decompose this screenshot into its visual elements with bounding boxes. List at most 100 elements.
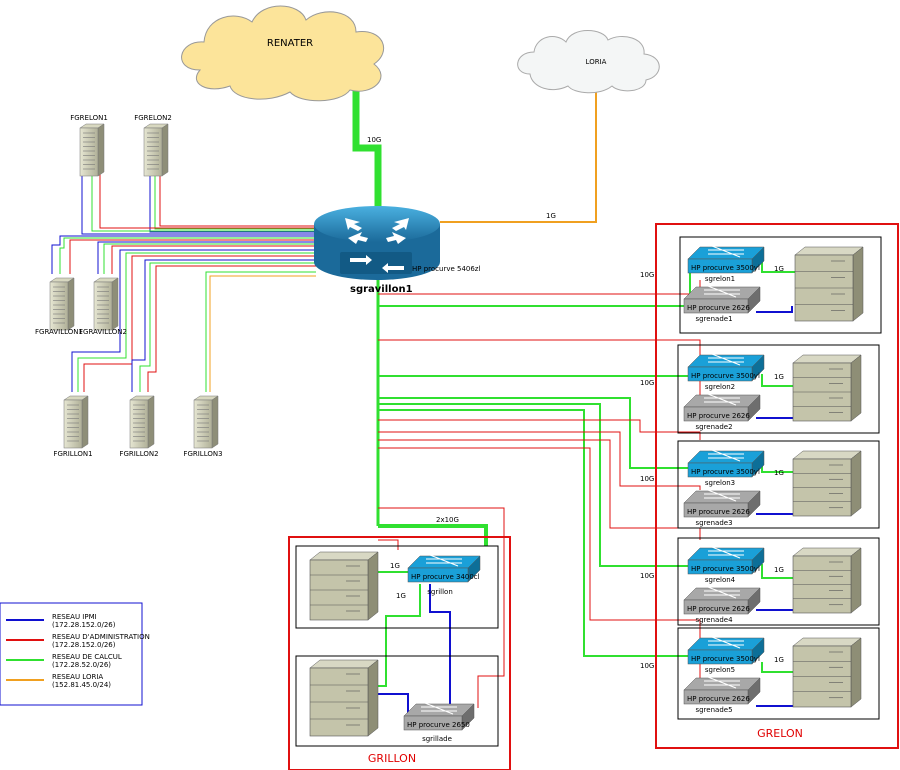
renater-cloud: RENATER (181, 5, 385, 102)
renater-label: RENATER (267, 38, 313, 49)
grelon-switch-name: sgrelon2 (705, 383, 735, 391)
grillon-zone (288, 536, 511, 770)
grelon-uplink-label: 10G (640, 271, 654, 279)
rack-server[interactable] (792, 450, 862, 517)
switch-model-label: HP procurve 2626 (687, 508, 750, 516)
server-tower[interactable]: FGRILLON3 (183, 395, 223, 458)
server-tower-label: FGRAVILLON2 (79, 328, 127, 336)
switch-arrows-icon (704, 489, 740, 502)
rack-server[interactable] (792, 637, 862, 708)
grelon-switch-name: sgrelon1 (705, 275, 735, 283)
grelon-compute-switch[interactable]: HP procurve 3500yl (687, 636, 765, 665)
switch-model-label: HP procurve 3400cl (411, 573, 480, 581)
grillon-compute-link-label: 1G (396, 592, 406, 600)
legend-subnet: (172.28.52.0/26) (52, 661, 111, 669)
server-link-label: 1G (774, 469, 784, 477)
grelon-title: GRELON (757, 727, 803, 740)
legend-item: RESEAU IPMI(172.28.152.0/26) (6, 613, 116, 629)
server-bundle (51, 172, 316, 392)
switch-model-label: HP procurve 2626 (687, 304, 750, 312)
grillon-admin-switch[interactable]: HP procurve 2650 (403, 702, 475, 731)
legend-title: RESEAU D'ADMINISTRATION (52, 633, 150, 641)
rack-server[interactable] (309, 659, 379, 737)
legend-item: RESEAU LORIA(152.81.45.0/24) (6, 673, 111, 689)
server-tower[interactable]: FGRELON2 (134, 114, 172, 177)
server-tower-label: FGRELON2 (134, 114, 172, 122)
grelon-uplink-label: 10G (640, 572, 654, 580)
grelon-zone (655, 223, 899, 749)
grelon-compute-switch[interactable]: HP procurve 3500yl (687, 245, 765, 274)
grillon-switch-box (295, 545, 499, 629)
server-link-label: 1G (774, 566, 784, 574)
grelon-admin-switch[interactable]: HP procurve 2626 (683, 676, 761, 705)
core-router[interactable]: HP procurve 5406zl sgravillon1 (314, 206, 480, 295)
grelon-admin-name: sgrenade2 (695, 423, 732, 431)
server-tower[interactable]: FGRELON1 (70, 114, 108, 177)
grillon-admin-link (378, 507, 505, 708)
grelon-admin-switch[interactable]: HP procurve 2626 (683, 285, 761, 314)
legend-item: RESEAU DE CALCUL(172.28.52.0/26) (6, 653, 122, 669)
loria-uplink (440, 88, 597, 223)
server-tower-label: FGRILLON2 (119, 450, 158, 458)
server-tower[interactable]: FGRAVILLON2 (79, 277, 127, 336)
switch-arrows-icon (704, 586, 740, 599)
server-tower-label: FGRAVILLON1 (35, 328, 83, 336)
grelon-admin-switch[interactable]: HP procurve 2626 (683, 393, 761, 422)
grillon-title: GRILLON (368, 752, 416, 765)
grelon-admin-name: sgrenade4 (695, 616, 733, 624)
grillon-server-link-label: 1G (390, 562, 400, 570)
server-link-label: 1G (774, 373, 784, 381)
grillon-switch-name: sgrillon (427, 588, 453, 596)
grelon-compute-switch[interactable]: HP procurve 3500yl (687, 449, 765, 478)
grillon-admin-name: sgrillade (422, 735, 452, 743)
grillon-content: HP procurve 3400cl sgrillon HP procurve 26… (309, 551, 481, 743)
legend-subnet: (172.28.152.0/26) (52, 621, 116, 629)
legend-item: RESEAU D'ADMINISTRATION(172.28.152.0/26) (6, 633, 150, 649)
links-layer (51, 86, 804, 721)
server-tower[interactable]: FGRAVILLON1 (35, 277, 83, 336)
switch-arrows-icon (708, 449, 744, 462)
rack-server[interactable] (792, 354, 862, 422)
core-router-model: HP procurve 5406zl (412, 265, 480, 273)
server-tower-label: FGRILLON3 (183, 450, 222, 458)
grelon-uplink-label: 10G (640, 662, 654, 670)
switch-arrows-icon (704, 285, 740, 298)
legend-title: RESEAU IPMI (52, 613, 97, 621)
legend-title: RESEAU DE CALCUL (52, 653, 122, 661)
grillon-compute-switch[interactable]: HP procurve 3400cl (407, 554, 481, 583)
switch-model-label: HP procurve 2626 (687, 605, 750, 613)
rack-server[interactable] (309, 551, 379, 621)
legend: RESEAU IPMI(172.28.152.0/26)RESEAU D'ADM… (0, 602, 150, 706)
switch-model-label: HP procurve 3500yl (691, 655, 760, 663)
server-tower-label: FGRILLON1 (53, 450, 92, 458)
switch-model-label: HP procurve 2650 (407, 721, 470, 729)
grelon-compute-switch[interactable]: HP procurve 3500yl (687, 546, 765, 575)
grelon-compute-switch[interactable]: HP procurve 3500yl (687, 353, 765, 382)
server-tower[interactable]: FGRILLON1 (53, 395, 93, 458)
grelon-admin-switch[interactable]: HP procurve 2626 (683, 489, 761, 518)
router-switch-icon (350, 255, 404, 273)
switch-arrows-icon (426, 554, 462, 567)
server-tower[interactable]: FGRILLON2 (119, 395, 159, 458)
switch-arrows-icon (708, 546, 744, 559)
grelon-admin-switch[interactable]: HP procurve 2626 (683, 586, 761, 615)
renater-link-label: 10G (367, 136, 381, 144)
switch-model-label: HP procurve 3500yl (691, 468, 760, 476)
switch-arrows-icon (421, 702, 457, 715)
grelon-admin-name: sgrenade3 (695, 519, 732, 527)
renater-uplink (352, 86, 382, 210)
grillon-link-label: 2x10G (436, 516, 459, 524)
grelon-switch-name: sgrelon4 (705, 576, 736, 584)
legend-title: RESEAU LORIA (52, 673, 103, 681)
legend-subnet: (172.28.152.0/26) (52, 641, 116, 649)
server-link-label: 1G (774, 265, 784, 273)
loria-cloud: LORIA (517, 30, 660, 94)
server-tower-label: FGRELON1 (70, 114, 108, 122)
rack-server[interactable] (792, 547, 862, 614)
rack-server[interactable] (794, 246, 864, 322)
